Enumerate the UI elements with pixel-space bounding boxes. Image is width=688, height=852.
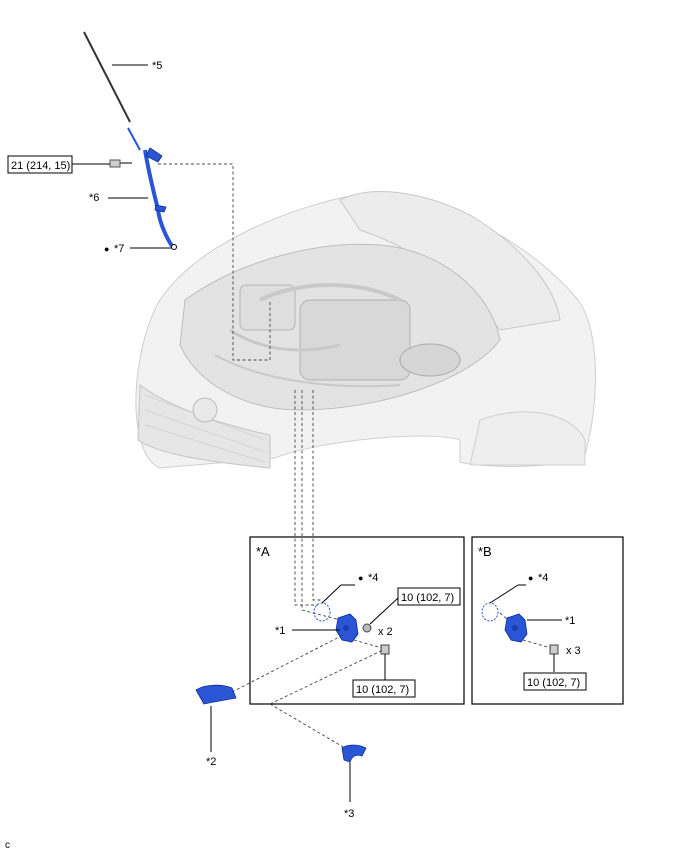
view-label-a: *A xyxy=(256,544,270,559)
gasket-4-a xyxy=(313,602,331,622)
torque-box-3 xyxy=(352,679,416,698)
quantity-a: x 2 xyxy=(378,626,393,638)
oil-level-gauge-assembly xyxy=(83,31,177,250)
callout-6: *6 xyxy=(89,192,99,204)
detail-view-a xyxy=(249,536,465,705)
detail-view-b xyxy=(471,536,624,705)
torque-value-1: 21 (214, 15) xyxy=(11,160,70,172)
callout-2: *2 xyxy=(206,756,216,768)
callout-4b: *4 xyxy=(538,572,548,584)
view-label-b: *B xyxy=(478,544,492,559)
bullet-4a: ● xyxy=(358,573,363,583)
torque-value-2: 10 (102, 7) xyxy=(401,592,454,604)
hose-3 xyxy=(341,744,367,763)
callout-1b: *1 xyxy=(565,615,575,627)
callout-7: *7 xyxy=(114,243,124,255)
bullet-7: ● xyxy=(104,244,109,254)
illustration-code: c xyxy=(5,840,10,851)
engine-compartment-illustration xyxy=(135,191,596,469)
o-ring-7 xyxy=(171,244,177,250)
torque-box-2 xyxy=(397,587,461,606)
callout-5: *5 xyxy=(152,60,162,72)
torque-value-4: 10 (102, 7) xyxy=(527,677,580,689)
torque-value-3: 10 (102, 7) xyxy=(356,684,409,696)
quantity-b: x 3 xyxy=(566,645,581,657)
callout-4a: *4 xyxy=(368,572,378,584)
torque-box-1 xyxy=(7,155,73,174)
bullet-4b: ● xyxy=(528,573,533,583)
gasket-4-b xyxy=(481,602,499,622)
hose-2 xyxy=(195,684,237,705)
torque-box-4 xyxy=(523,672,587,691)
callout-3: *3 xyxy=(344,808,354,820)
callout-1a: *1 xyxy=(275,625,285,637)
gauge-guide-bracket xyxy=(145,147,163,163)
